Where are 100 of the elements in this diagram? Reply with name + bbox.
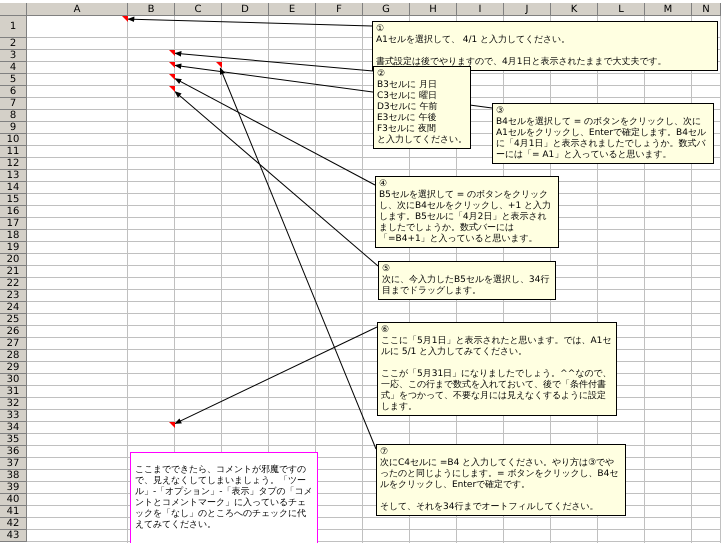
leader-arrow	[174, 51, 374, 72]
step-number: ⑤	[382, 264, 392, 274]
row-header: 26	[0, 326, 27, 338]
row-header: 35	[0, 434, 27, 446]
row-header: 28	[0, 350, 27, 362]
comment-box	[492, 103, 714, 164]
step-number: ①	[376, 24, 386, 35]
step-number: ⑦	[380, 447, 390, 458]
column-header: C	[175, 3, 222, 16]
column-header: N	[692, 3, 721, 16]
comment-text: ここまでできたら、コメントが邪魔ですので、見えなくしてしまいましょう。「ツール」-「オプション」-「表示」タブの「コメントとコメントマーク」に入っているチェックを「なし」のところへのチェックに代えてみてください。	[135, 465, 313, 531]
row-header: 21	[0, 266, 27, 278]
column-header: D	[222, 3, 269, 16]
row-header: 42	[0, 518, 27, 530]
comment-box	[375, 176, 559, 248]
row-header: 41	[0, 506, 27, 518]
row-header: 39	[0, 482, 27, 494]
comment-box	[378, 261, 556, 300]
comment-indicator	[169, 422, 175, 428]
leader-arrow	[220, 67, 376, 450]
step-number: ④	[379, 179, 388, 190]
comment-text: F3セルに 夜間	[377, 124, 437, 134]
row-header: 31	[0, 386, 27, 398]
comment-text: ここが「5月31日」になりましたでしょう。^^なので、一応、この行まで数式を入れておいて、後で「条件付書式」をつかって、不要な月には見えなくするように設定します。	[381, 369, 612, 413]
comment-text: B5セルを選択して = のボタンをクリックし、次にB4セルをクリックし、+1 と入力します。B5セルに「4月2日」と表示されましたでしょうか。数式バーには「=B4+1」と入っていると思います。	[379, 190, 552, 245]
row-header: 17	[0, 218, 27, 230]
row-header: 9	[0, 122, 27, 134]
row-header: 30	[0, 374, 27, 386]
column-header: E	[269, 3, 316, 16]
row-header: 7	[0, 98, 27, 110]
note-box	[130, 452, 318, 543]
column-header: L	[598, 3, 645, 16]
comment-box	[372, 21, 718, 71]
row-header: 29	[0, 362, 27, 374]
row-header: 37	[0, 458, 27, 470]
column-header: A	[27, 3, 128, 16]
comment-text: E3セルに 午後	[377, 113, 438, 124]
column-header: H	[410, 3, 457, 16]
row-header: 13	[0, 170, 27, 182]
row-header: 32	[0, 398, 27, 410]
leader-arrow	[127, 16, 372, 26]
row-header: 14	[0, 182, 27, 194]
column-header: I	[457, 3, 504, 16]
row-header: 11	[0, 146, 27, 158]
comment-text: そして、それを34行までオートフィルしてください。	[380, 502, 600, 513]
comment-text: B4セルを選択して = のボタンをクリックし、次にA1セルをクリックし、Enterで確定します。B4セルに「4月1日」と表示されましたでしょうか。数式バーには「= A1」と入っていると思います。	[496, 117, 707, 161]
row-header: 6	[0, 86, 27, 98]
row-header: 25	[0, 314, 27, 326]
row-header: 38	[0, 470, 27, 482]
row-header: 18	[0, 230, 27, 242]
row-header: 1	[0, 16, 27, 38]
comment-text: と入力してください。	[377, 135, 467, 146]
row-header: 23	[0, 290, 27, 302]
row-header: 33	[0, 410, 27, 422]
comment-box	[373, 66, 471, 149]
comment-indicator	[169, 62, 175, 68]
row-header: 22	[0, 278, 27, 290]
comment-box	[377, 322, 617, 416]
row-header: 3	[0, 50, 27, 62]
comment-text: 次に、今入力したB5セルを選択し、34行目までドラッグします。	[382, 275, 550, 297]
row-header: 5	[0, 74, 27, 86]
column-header: M	[645, 3, 692, 16]
comment-text: 次にC4セルに =B4 と入力してください。やり方は③でやったのと同じようにします。= ボタンをクリックし、B4セルをクリックし、Enterで確定です。	[380, 458, 620, 491]
comment-indicator	[169, 50, 175, 56]
leader-arrow	[174, 326, 378, 424]
comment-text: ここに「5月1日」と表示されたと思います。では、A1セルに 5/1 と入力してみてください。	[381, 336, 612, 358]
row-header: 24	[0, 302, 27, 314]
comment-text: 書式設定は後でやりますので、4月1日と表示されたままで大丈夫です。	[376, 57, 668, 68]
step-number: ⑥	[381, 325, 390, 336]
row-header: 19	[0, 242, 27, 254]
comment-text: C3セルに 曜日	[377, 91, 438, 102]
comment-text: D3セルに 午前	[377, 102, 439, 112]
row-header: 16	[0, 206, 27, 218]
comment-text: A1セルを選択して、 4/1 と入力してください。	[376, 35, 572, 46]
leader-arrow	[174, 91, 378, 266]
column-header: J	[504, 3, 551, 16]
column-header: F	[316, 3, 363, 16]
comment-text: B3セルに 月日	[377, 80, 438, 90]
row-header: 12	[0, 158, 27, 170]
row-header: 43	[0, 530, 27, 542]
step-number: ②	[377, 69, 386, 80]
row-header: 2	[0, 38, 27, 50]
column-header: G	[363, 3, 410, 16]
row-header: 8	[0, 110, 27, 122]
comment-box	[376, 444, 626, 516]
column-header: K	[551, 3, 598, 16]
row-header: 15	[0, 194, 27, 206]
row-header: 36	[0, 446, 27, 458]
column-header: B	[128, 3, 175, 16]
comment-indicator	[169, 86, 175, 92]
row-header: 10	[0, 134, 27, 146]
comment-indicator	[216, 62, 222, 68]
row-header: 4	[0, 62, 27, 74]
row-header: 20	[0, 254, 27, 266]
leader-arrow	[174, 78, 376, 186]
row-header: 27	[0, 338, 27, 350]
row-header: 34	[0, 422, 27, 434]
step-number: ③	[496, 106, 506, 117]
comment-indicator	[169, 74, 175, 80]
row-header: 40	[0, 494, 27, 506]
